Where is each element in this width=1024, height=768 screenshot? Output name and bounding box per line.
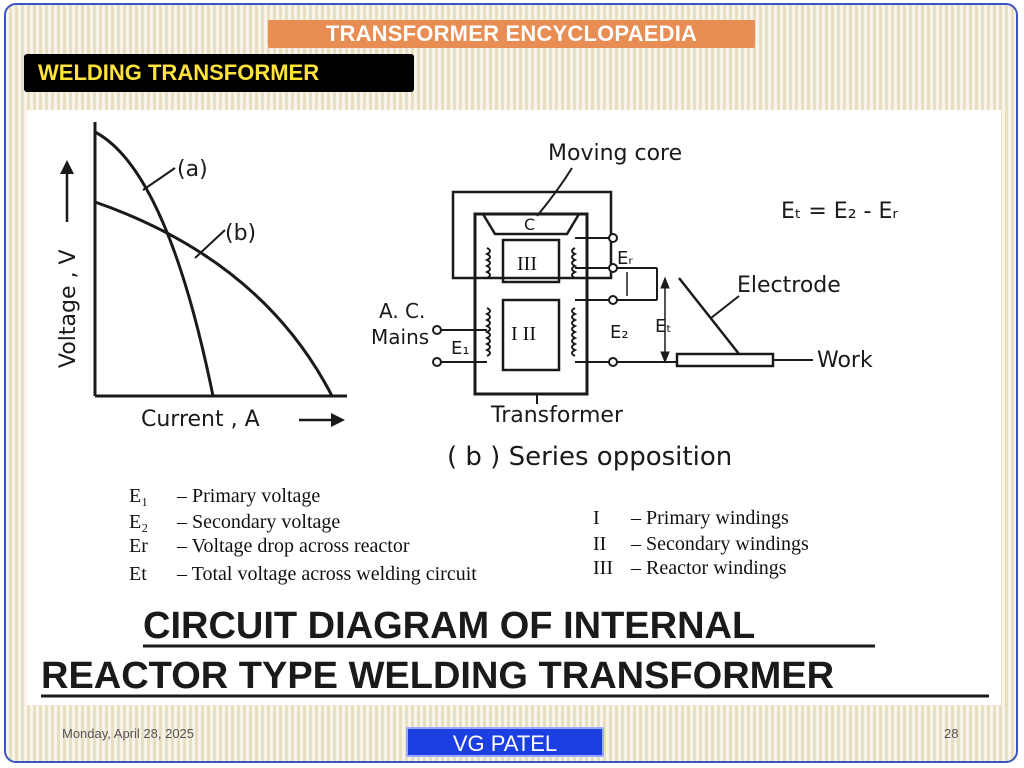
diagram-svg: (a) (b) Voltage , V Current , A Moving c… xyxy=(41,122,989,698)
reactor-winding-box xyxy=(501,238,561,284)
terminal-1 xyxy=(608,233,618,243)
legend-left-sym-4: Et xyxy=(129,563,147,585)
terminal-2 xyxy=(608,263,618,273)
main-winding-label: I II xyxy=(511,323,536,345)
curve-b-label: (b) xyxy=(225,221,256,246)
main-winding-box xyxy=(501,298,561,372)
electrode-label: Electrode xyxy=(737,273,841,298)
section-title: WELDING TRANSFORMER xyxy=(24,54,414,92)
page-number: 28 xyxy=(944,726,959,741)
electrode-pointer xyxy=(710,295,740,319)
circuit-caption: ( b ) Series opposition xyxy=(447,442,732,472)
er-label: Eᵣ xyxy=(617,248,633,269)
top-title: TRANSFORMER ENCYCLOPAEDIA xyxy=(268,20,755,48)
curve-b-pointer xyxy=(194,229,226,259)
reactor-coil-right xyxy=(571,247,578,279)
mains-terminal-bottom xyxy=(432,357,442,367)
legend-left-desc-3: – Voltage drop across reactor xyxy=(176,535,410,557)
work-piece xyxy=(675,352,775,368)
transformer-label: Transformer xyxy=(490,403,624,428)
reactor-coil-left xyxy=(484,247,491,279)
ac-mains-label-1: A. C. xyxy=(379,299,425,323)
curve-a-label: (a) xyxy=(177,157,208,182)
legend-right-sym-1: I xyxy=(593,507,600,529)
ac-mains-label-2: Mains xyxy=(371,325,429,349)
legend-right-desc-1: – Primary windings xyxy=(630,507,789,529)
curve-a-pointer xyxy=(142,167,176,191)
core-c-label: C xyxy=(524,215,535,234)
footer-author: VG PATEL xyxy=(406,727,604,757)
y-axis-arrowhead xyxy=(60,160,74,174)
legend-left-sym-3: Er xyxy=(129,535,148,557)
legend-right-sym-3: III xyxy=(593,557,613,579)
legend-left: E₁ – Primary voltage E₂ – Secondary volt… xyxy=(129,485,477,585)
legend-left-sym-2: E₂ xyxy=(129,511,148,533)
et-arrowhead-top xyxy=(660,276,670,289)
diagram-panel: (a) (b) Voltage , V Current , A Moving c… xyxy=(27,110,1001,705)
e1-label: E₁ xyxy=(451,338,470,359)
secondary-coil xyxy=(571,307,578,357)
legend-right-sym-2: II xyxy=(593,533,606,555)
legend-left-desc-4: – Total voltage across welding circuit xyxy=(176,563,477,585)
legend-right-desc-3: – Reactor windings xyxy=(630,557,787,579)
primary-coil xyxy=(484,307,491,357)
x-axis-label: Current , A xyxy=(141,407,260,432)
legend-left-desc-1: – Primary voltage xyxy=(176,485,320,507)
e2-label: E₂ xyxy=(610,322,629,343)
footer-date: Monday, April 28, 2025 xyxy=(62,726,195,741)
terminal-3 xyxy=(608,295,618,305)
moving-core-label: Moving core xyxy=(548,141,682,166)
title-line-2: REACTOR TYPE WELDING TRANSFORMER xyxy=(41,655,834,697)
vi-characteristic-graph: (a) (b) Voltage , V Current , A xyxy=(56,122,347,432)
reactor-winding-label: III xyxy=(517,253,537,275)
terminal-4 xyxy=(608,357,618,367)
legend-right-desc-2: – Secondary windings xyxy=(630,533,809,555)
moving-core xyxy=(480,212,582,236)
mains-terminal-top xyxy=(432,325,442,335)
legend-left-sym-1: E₁ xyxy=(129,485,148,507)
equation-label: Eₜ = E₂ - Eᵣ xyxy=(781,199,898,224)
work-label: Work xyxy=(817,348,873,373)
title-line-1: CIRCUIT DIAGRAM OF INTERNAL xyxy=(143,605,755,647)
circuit-diagram: Moving core C III I II A. C. xyxy=(371,141,873,428)
electrode-rod xyxy=(678,277,740,355)
legend-right: I – Primary windings II – Secondary wind… xyxy=(593,507,809,579)
et-arrowhead-bottom xyxy=(660,351,670,364)
curve-b xyxy=(94,200,334,397)
y-axis-label: Voltage , V xyxy=(56,249,81,368)
legend-left-desc-2: – Secondary voltage xyxy=(176,511,340,533)
et-label: Eₜ xyxy=(655,316,672,337)
x-axis-arrowhead xyxy=(331,413,345,427)
curve-a xyxy=(94,130,215,397)
